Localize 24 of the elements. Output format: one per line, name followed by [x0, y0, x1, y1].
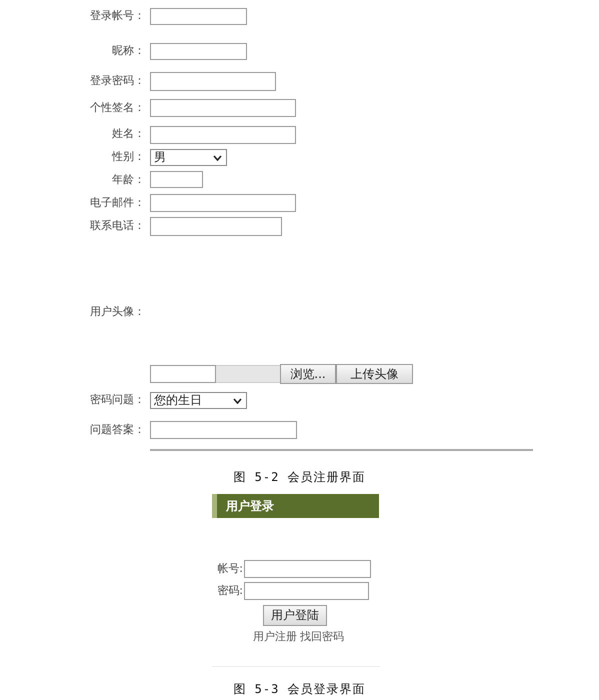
- browse-button: 浏览...: [280, 364, 336, 384]
- field-label: 姓名：: [112, 127, 145, 141]
- figure-caption: 图 5-2 会员注册界面: [232, 469, 367, 486]
- figure-caption: 图 5-3 会员登录界面: [232, 681, 367, 698]
- field-label: 帐号:: [217, 562, 243, 576]
- field-label: 性别：: [112, 150, 145, 164]
- field-label: 登录帐号：: [90, 9, 145, 23]
- dropdown: 男: [150, 149, 227, 166]
- field-label: 电子邮件：: [90, 196, 145, 210]
- field-label: 问题答案：: [90, 423, 145, 437]
- login-button: 用户登陆: [263, 605, 327, 626]
- upload-button: 上传头像: [336, 364, 413, 384]
- field-label: 密码问题：: [90, 393, 145, 407]
- field-label: 联系电话：: [90, 219, 145, 233]
- dropdown: 您的生日: [150, 392, 247, 409]
- field-label: 年龄：: [112, 173, 145, 187]
- field-label: 密码:: [217, 584, 243, 598]
- field-label: 昵称：: [112, 44, 145, 58]
- field-label: 用户头像：: [90, 305, 145, 319]
- field-label: 登录密码：: [90, 74, 145, 88]
- link: 找回密码: [300, 630, 344, 644]
- link: 用户注册: [253, 630, 297, 644]
- panel-header: 用户登录: [212, 494, 379, 518]
- field-label: 个性签名：: [90, 101, 145, 115]
